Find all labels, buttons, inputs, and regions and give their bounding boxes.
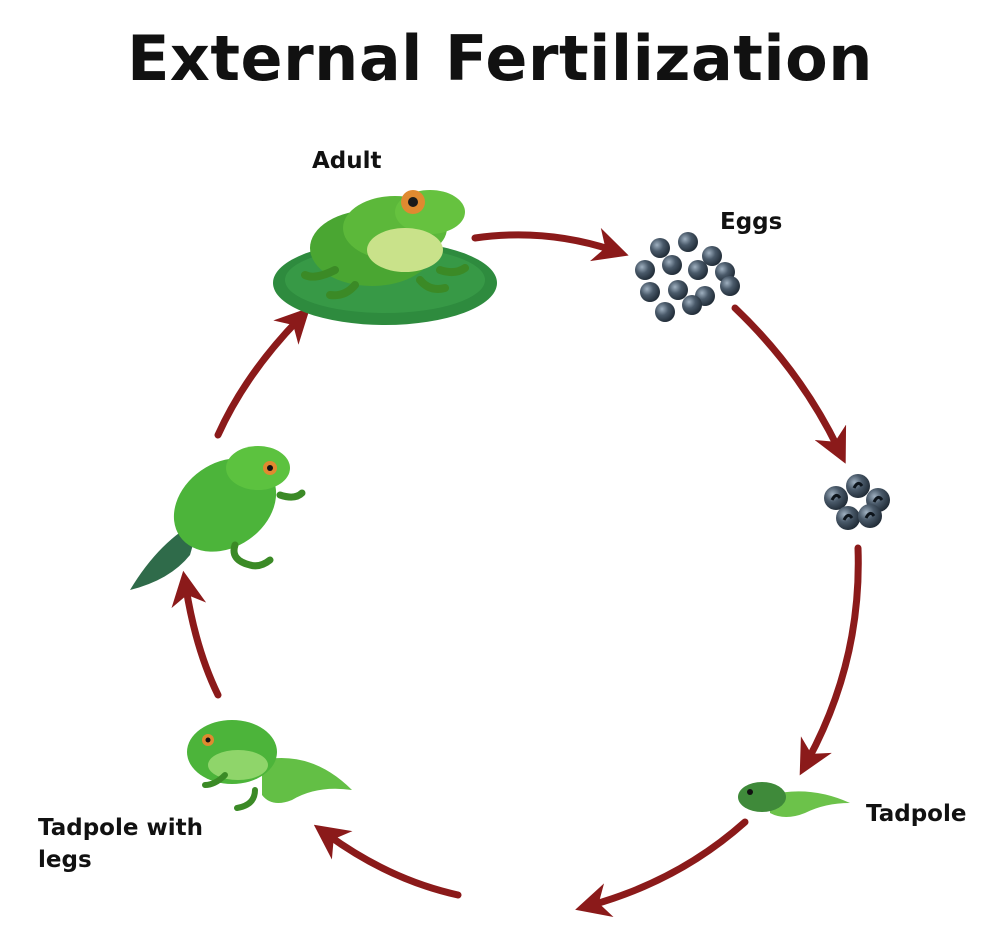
label-adult: Adult: [312, 148, 382, 174]
embryo-egg-2: [846, 474, 870, 498]
egg-8: [640, 282, 660, 302]
embryo-eggs-illustration: [824, 474, 890, 530]
page-title: External Fertilization: [127, 22, 873, 95]
tadpole-illustration: [738, 782, 850, 817]
froglet-illustration: [130, 446, 306, 590]
arrow-adult-to-eggs: [471, 227, 629, 262]
arrow-legged-to-froglet: [171, 570, 222, 699]
egg-6: [688, 260, 708, 280]
embryo-egg-5: [858, 504, 882, 528]
embryo-egg-1: [824, 486, 848, 510]
cycle-arrows: [171, 227, 862, 918]
embryo-2: [852, 481, 864, 489]
arrow-bottom-to-legged-tadpole: [313, 824, 462, 899]
egg-2: [678, 232, 698, 252]
label-tadpole-with-legs: Tadpole with legs: [38, 815, 203, 873]
embryo-5: [864, 511, 876, 519]
label-tadpole: Tadpole: [866, 801, 967, 827]
tadpole-with-legs-illustration: [187, 720, 352, 811]
arrow-cluster-to-tadpole: [799, 544, 862, 776]
egg-12: [655, 302, 675, 322]
egg-13: [682, 295, 702, 315]
arrow-froglet-to-adult: [214, 307, 311, 439]
label-eggs: Eggs: [720, 209, 783, 235]
adult-frog-illustration: [273, 190, 497, 325]
arrow-eggs-to-cluster: [731, 304, 847, 464]
egg-1: [650, 238, 670, 258]
embryo-4: [842, 513, 854, 521]
egg-5: [662, 255, 682, 275]
egg-4: [635, 260, 655, 280]
embryo-3: [872, 495, 884, 503]
eggs-illustration: [635, 232, 740, 322]
egg-11: [720, 276, 740, 296]
embryo-1: [830, 493, 842, 501]
egg-9: [668, 280, 688, 300]
arrow-tadpole-to-bottom: [575, 818, 749, 918]
embryo-egg-4: [836, 506, 860, 530]
egg-3: [702, 246, 722, 266]
